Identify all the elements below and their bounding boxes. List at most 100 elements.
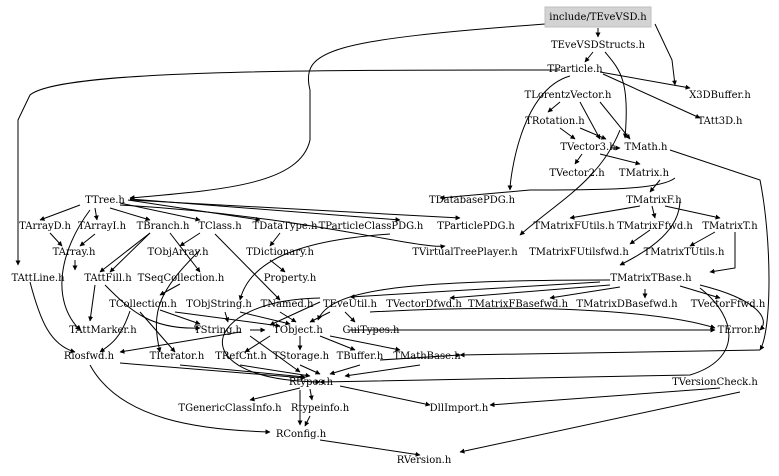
node-tmatrixt-h: TMatrixT.h [702,221,758,232]
edge [489,387,721,408]
edge [304,415,311,427]
edge [155,249,201,353]
edge [127,199,261,222]
edge [269,301,321,326]
edge [109,207,151,222]
node-tdictionary-h: TDictionary.h [246,247,314,258]
node-tnamed-h: TNamed.h [261,299,314,310]
node-tparticleclasspdg-h: TParticleClassPDG.h [319,221,424,232]
node-rtypeinfo-h: Rtypeinfo.h [291,403,350,414]
node-tmatrixtutils-h: TMatrixTUtils.h [644,247,725,258]
node-tmatrix-h: TMatrix.h [619,168,670,179]
edge [369,307,716,330]
node-tseqcollection-h: TSeqCollection.h [138,273,225,284]
node-tmathbase-h: TMathBase.h [393,351,461,362]
edge [459,349,761,358]
node-tvector2-h: TVector2.h [549,168,605,179]
node-tattfill-h: TAttFill.h [84,273,132,284]
node-tmatrixdbasefwd-h: TMatrixDBasefwd.h [576,299,678,310]
node-tmatrixfbasefwd-h: TMatrixFBasefwd.h [468,299,569,310]
graph-nodes: include/TEveVSD.hTEveVSDStructs.hTPartic… [11,6,766,466]
node-property-h: Property.h [264,273,317,284]
edge [319,335,356,351]
edge [269,259,286,273]
edge [629,229,651,245]
edge [344,364,421,378]
edge [239,364,311,378]
node-tarray-h: TArray.h [53,247,96,258]
node-tmatrixfutilsfwd-h: TMatrixFUtilsfwd.h [529,247,629,258]
edge [519,129,621,236]
edge [379,352,461,361]
edge [349,281,601,300]
node-tdatabasepdg-h: TDatabasePDG.h [429,195,516,206]
edge [319,287,730,385]
edge [139,311,176,353]
node-riosfwd-h: Riosfwd.h [64,351,115,362]
edge [129,23,546,201]
node-tvector3-h: TVector3.h [560,142,616,153]
edge [689,231,716,247]
node-terror-h: TError.h [718,325,761,336]
edge [119,204,446,250]
edge [619,199,681,266]
edge [579,127,607,140]
edge [159,283,181,296]
edge [319,439,421,457]
edge [651,205,657,219]
edge [339,385,431,407]
edge [29,281,76,354]
edge [699,284,765,331]
node-tlorentzvector-h: TLorentzVector.h [525,90,612,101]
node-tvectorffwd-h: TVectorFfwd.h [691,299,766,310]
root-node-box [544,6,652,28]
edge [238,233,391,301]
node-trotation-h: TRotation.h [525,116,585,127]
node-x3dbuffer-h: X3DBuffer.h [689,90,751,101]
edge [179,364,306,380]
node-tmatrixffwd-h: TMatrixFfwd.h [617,221,693,232]
edge [61,209,91,331]
node-tobjstring-h: TObjString.h [186,299,252,310]
edge [344,311,356,323]
edge [599,71,691,90]
node-tstorage-h: TStorage.h [273,351,330,362]
edge [664,205,721,220]
node-tmatrixf-h: TMatrixF.h [626,195,682,206]
edge [439,177,676,201]
edge [88,284,96,322]
edge [159,309,201,325]
edge [249,335,301,373]
node-dllimport-h: DllImport.h [430,403,489,414]
node-tobjarray-h: TObjArray.h [147,247,209,258]
node-tstring-h: TString.h [194,325,243,336]
node-tvirtualtreeplayer-h: TVirtualTreePlayer.h [412,247,518,258]
edge [89,364,271,435]
edge [39,204,81,221]
node-tparticlepdg-h: TParticlePDG.h [437,221,515,232]
edge [221,297,321,385]
edge [99,232,151,273]
edge [584,51,594,63]
node-rconfig-h: RConfig.h [276,429,327,440]
edge [649,179,661,193]
edge [579,101,601,140]
node-tgenericclassinfo-h: TGenericClassInfo.h [178,403,282,414]
node-tattmarker-h: TAttMarker.h [69,325,137,336]
node-tmatrixfutils-h: TMatrixFUtils.h [533,221,615,232]
edge [507,75,571,191]
edge [654,23,677,86]
node-ttree-h: TTree.h [85,195,125,206]
edge [119,331,241,354]
edge [79,233,96,247]
edge [449,284,611,301]
node-tevevsdstructs-h: TEveVSDStructs.h [551,40,646,51]
edge [604,51,628,139]
node-trefcnt-h: TRefCnt.h [215,351,267,362]
node-tobject-h: TObject.h [273,325,323,336]
node-tatt3d-h: TAtt3D.h [698,116,743,127]
node-tvectordfwd-h: TVectorDfwd.h [386,299,462,310]
edge [709,232,736,274]
edge [329,335,401,352]
